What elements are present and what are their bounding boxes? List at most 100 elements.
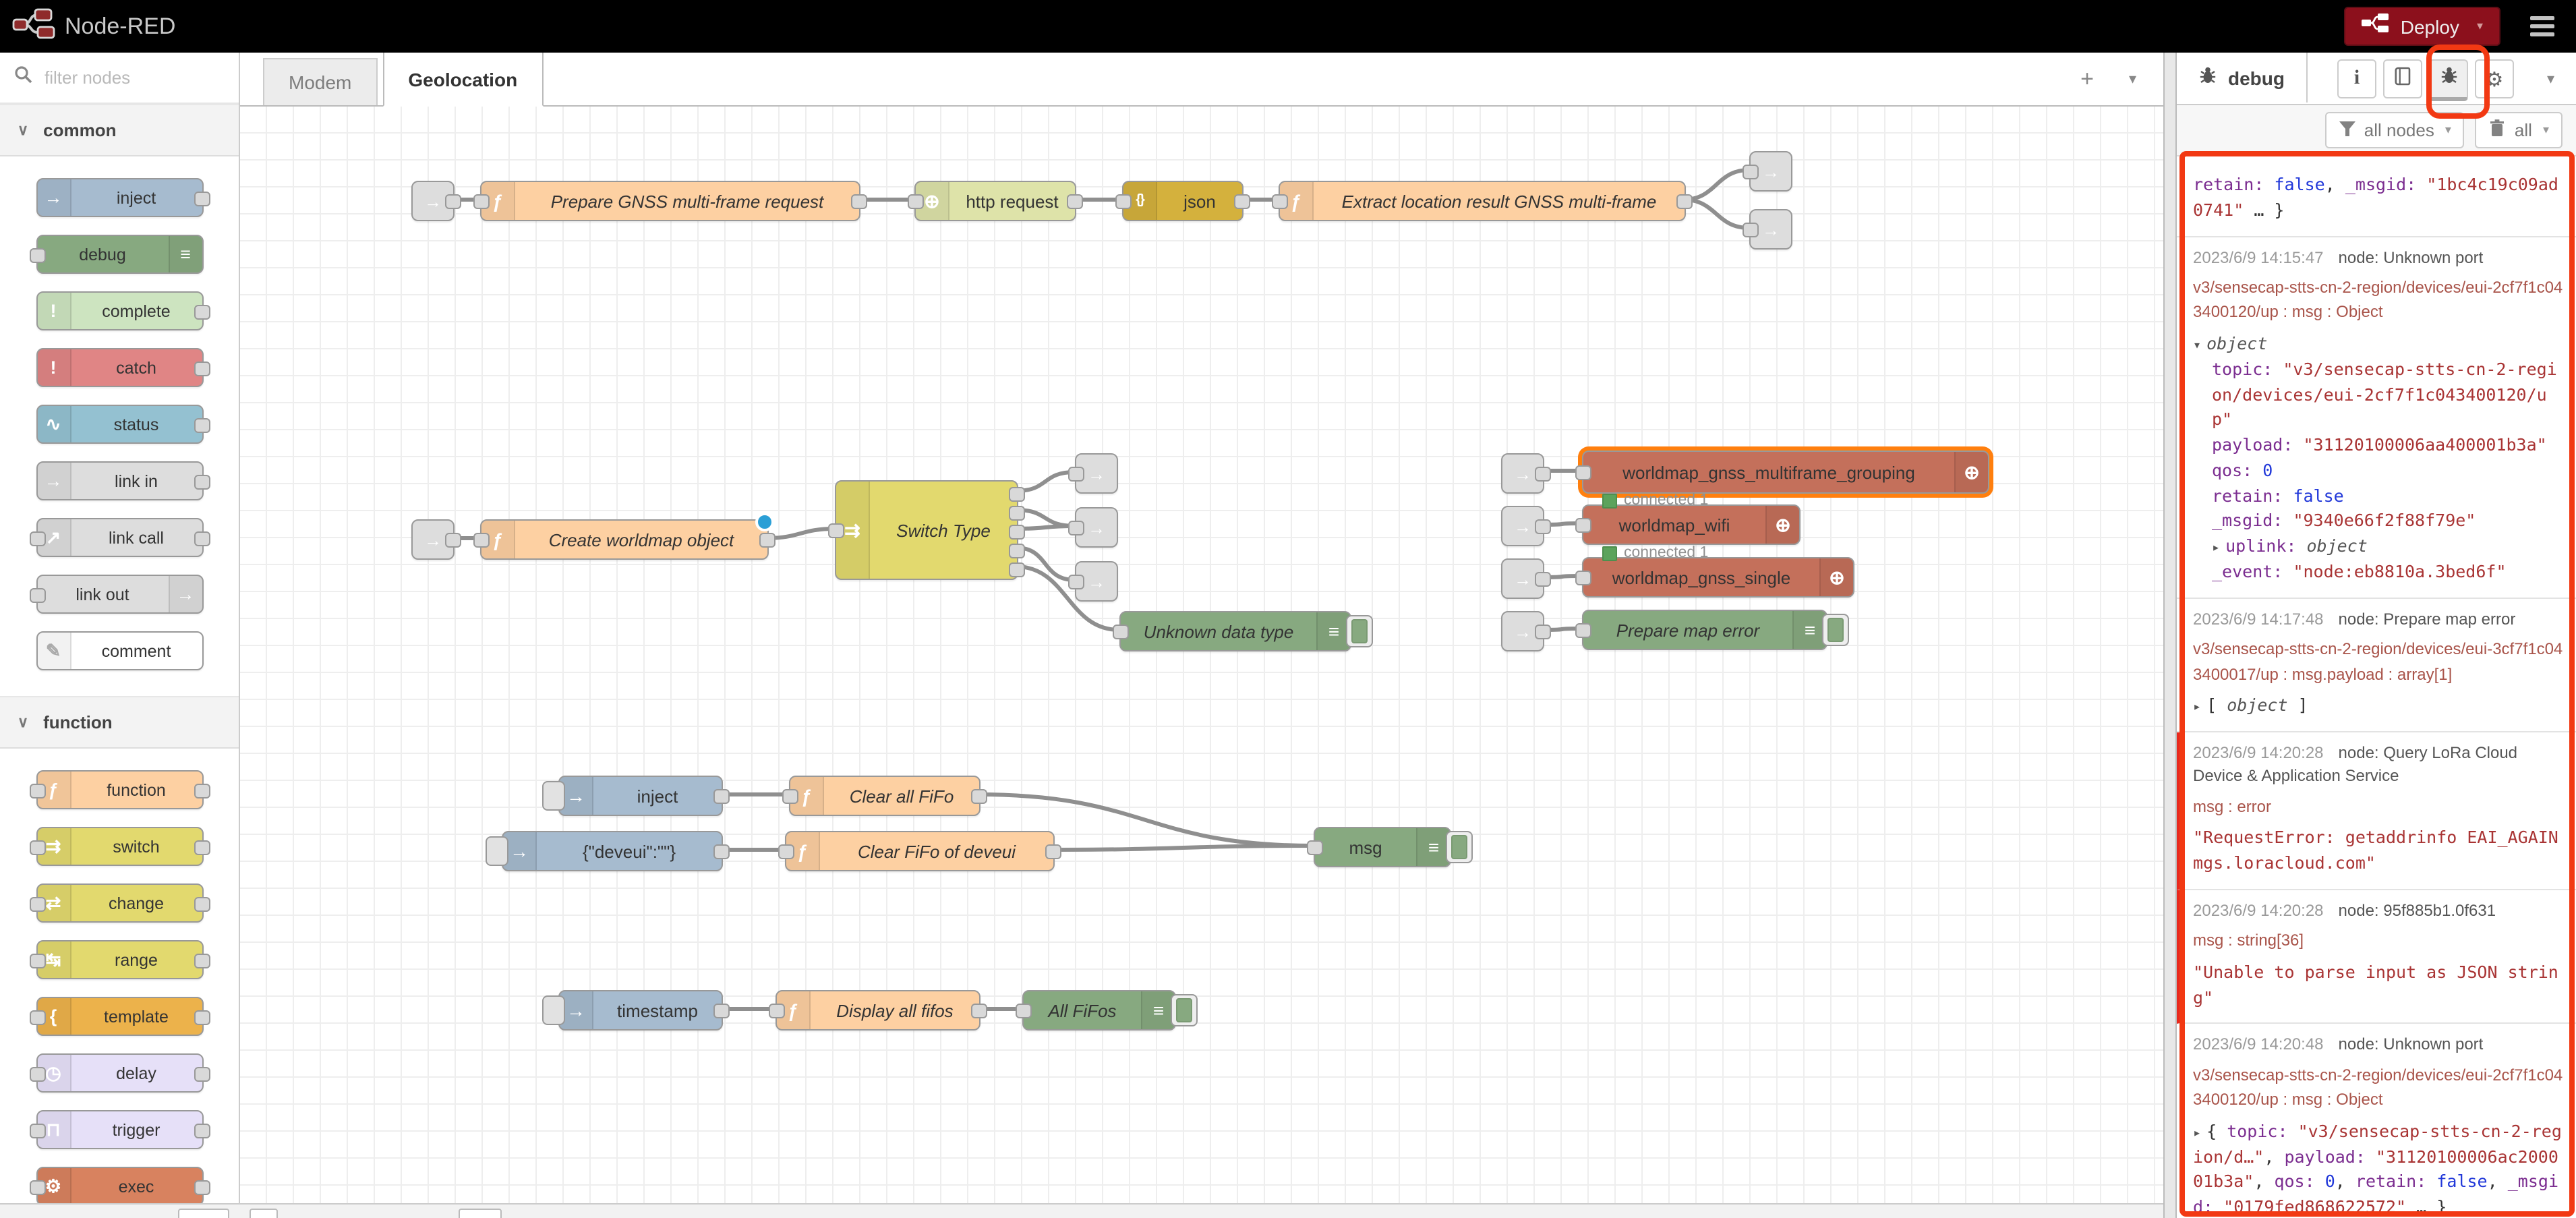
palette-node-template[interactable]: {template — [29, 997, 210, 1036]
node-link-out-4[interactable]: → — [1068, 507, 1118, 548]
output-port[interactable] — [1045, 844, 1061, 859]
node-link-in-1[interactable]: → — [411, 181, 461, 221]
tab-geolocation[interactable]: Geolocation — [382, 51, 544, 107]
debug-toggle-button[interactable] — [1822, 614, 1849, 646]
info-tab-button[interactable]: i — [2337, 59, 2376, 98]
inject-button[interactable] — [542, 781, 565, 811]
wire[interactable] — [764, 527, 837, 540]
output-port[interactable] — [1535, 467, 1551, 482]
node-link-in-6[interactable]: → — [1501, 611, 1551, 651]
wire[interactable] — [1681, 198, 1751, 230]
palette-node-inject[interactable]: →inject — [36, 178, 210, 217]
expand-caret-icon[interactable]: ▾ — [2193, 339, 2202, 354]
input-port[interactable] — [1272, 194, 1288, 209]
output-port[interactable] — [851, 194, 867, 209]
input-port[interactable] — [782, 789, 798, 804]
footer-button[interactable] — [250, 1209, 278, 1218]
output-port[interactable] — [1535, 519, 1551, 534]
wire[interactable] — [1014, 470, 1077, 493]
flow-list-chevron-icon[interactable]: ▾ — [2128, 71, 2136, 88]
node-debug-all-fifos[interactable]: All FiFos≡ — [1016, 990, 1198, 1031]
node-inject-timestamp[interactable]: →timestamp — [542, 990, 730, 1031]
output-port[interactable] — [971, 1004, 987, 1018]
input-port[interactable] — [473, 533, 490, 548]
sidebar-separator[interactable] — [2163, 53, 2177, 1218]
palette-node-exec[interactable]: ⚙exec — [29, 1167, 210, 1206]
palette-node-link-in[interactable]: →link in — [36, 461, 210, 500]
node-debug-prepare-map-error[interactable]: Prepare map error≡ — [1575, 610, 1849, 650]
expand-caret-icon[interactable]: ▸ — [2212, 541, 2221, 556]
debug-clear-button[interactable]: all ▾ — [2475, 112, 2563, 148]
inject-button[interactable] — [486, 836, 508, 866]
output-port[interactable] — [1009, 562, 1025, 577]
output-port[interactable] — [759, 533, 775, 548]
expand-caret-icon[interactable]: ▸ — [2193, 1126, 2202, 1141]
input-port[interactable] — [1575, 571, 1591, 585]
input-port[interactable] — [1743, 165, 1759, 179]
input-port[interactable] — [1068, 521, 1084, 535]
output-port[interactable] — [1676, 194, 1693, 209]
input-port[interactable] — [1307, 840, 1323, 855]
debug-toggle-button[interactable] — [1171, 994, 1198, 1026]
palette-node-link-call[interactable]: ↗link call — [29, 518, 210, 557]
input-port[interactable] — [1016, 1004, 1032, 1018]
deploy-button[interactable]: Deploy ▾ — [2343, 7, 2500, 46]
output-port[interactable] — [713, 1004, 730, 1018]
output-port[interactable] — [1535, 625, 1551, 639]
input-port[interactable] — [778, 844, 794, 859]
palette-node-link-out[interactable]: link out→ — [29, 575, 203, 614]
palette-node-change[interactable]: ⇄change — [29, 883, 210, 923]
palette-node-status[interactable]: ∿status — [36, 405, 210, 444]
wire[interactable] — [1014, 546, 1077, 582]
palette-node-trigger[interactable]: ⊓trigger — [29, 1110, 210, 1149]
debug-filter-button[interactable]: all nodes ▾ — [2324, 112, 2465, 148]
node-worldmap-gnss-single[interactable]: worldmap_gnss_single⊕ — [1575, 557, 1854, 598]
help-tab-button[interactable] — [2383, 59, 2422, 98]
palette-node-comment[interactable]: ✎comment — [36, 631, 203, 670]
sidebar-collapse-chevron-icon[interactable]: ▾ — [2546, 71, 2554, 88]
output-port[interactable] — [713, 789, 730, 804]
node-link-in-4[interactable]: → — [1501, 506, 1551, 546]
palette-toggle-button[interactable] — [178, 1209, 229, 1218]
input-port[interactable] — [1575, 465, 1591, 480]
wire[interactable] — [1050, 844, 1316, 852]
output-port[interactable] — [1009, 486, 1025, 501]
debug-toggle-button[interactable] — [1346, 615, 1373, 647]
palette-node-switch[interactable]: ⇉switch — [29, 827, 210, 866]
output-port[interactable] — [971, 789, 987, 804]
node-link-out-2[interactable]: → — [1743, 209, 1792, 250]
main-menu-icon[interactable] — [2527, 11, 2557, 42]
node-http-request[interactable]: ⊕http request — [908, 181, 1083, 221]
palette-node-delay[interactable]: ◷delay — [29, 1053, 210, 1093]
output-port[interactable] — [1067, 194, 1083, 209]
zoom-controls-button[interactable] — [459, 1209, 502, 1218]
node-link-in-3[interactable]: → — [1501, 453, 1551, 494]
output-port[interactable] — [1535, 572, 1551, 587]
node-link-out-3[interactable]: → — [1068, 453, 1118, 494]
input-port[interactable] — [908, 194, 924, 209]
palette-node-debug[interactable]: debug≡ — [29, 235, 203, 274]
input-port[interactable] — [473, 194, 490, 209]
debug-toggle-button[interactable] — [1446, 831, 1473, 863]
node-worldmap-wifi[interactable]: worldmap_wifi⊕ — [1575, 504, 1801, 545]
debug-tab-button[interactable] — [2429, 59, 2468, 101]
node-worldmap-gnss-multiframe-grouping[interactable]: worldmap_gnss_multiframe_grouping⊕ — [1575, 451, 1989, 494]
palette-filter-input[interactable] — [42, 66, 223, 89]
node-debug-unknown-data-type[interactable]: Unknown data type≡ — [1113, 611, 1373, 651]
input-port[interactable] — [1068, 575, 1084, 589]
input-port[interactable] — [1115, 194, 1132, 209]
node-json[interactable]: {}json — [1115, 181, 1250, 221]
output-port[interactable] — [1009, 543, 1025, 558]
output-port[interactable] — [445, 194, 461, 209]
output-port[interactable] — [1009, 524, 1025, 539]
node-link-in-2[interactable]: → — [411, 519, 461, 560]
output-port[interactable] — [1009, 505, 1025, 520]
wire[interactable] — [1681, 168, 1751, 202]
wire[interactable] — [1014, 564, 1121, 632]
